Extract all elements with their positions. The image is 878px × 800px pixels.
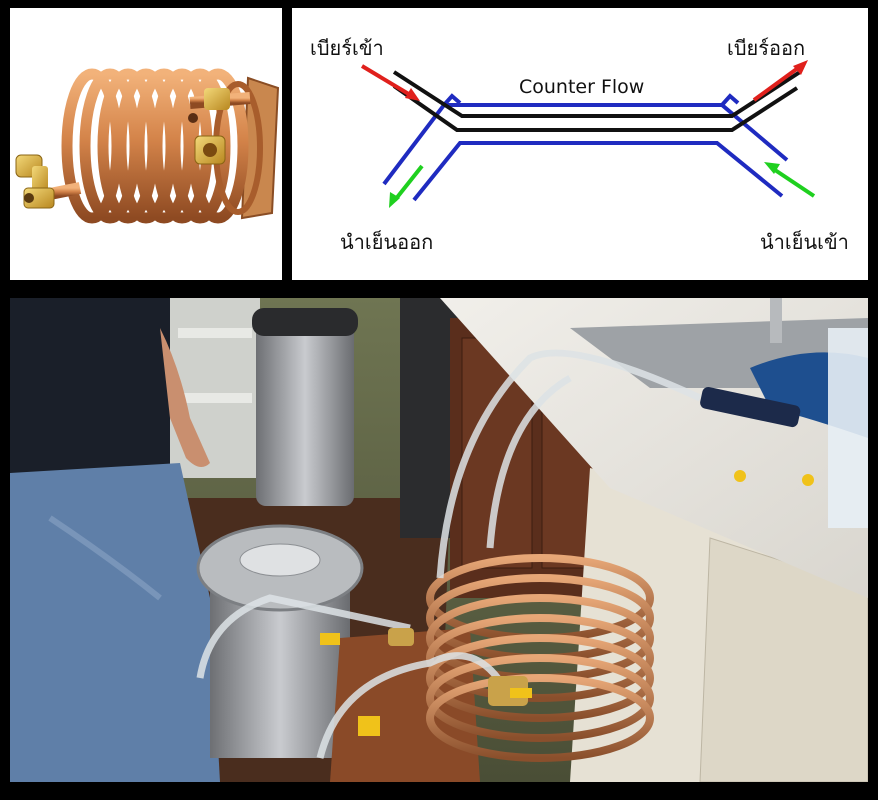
water-pipe bbox=[382, 93, 789, 202]
beer-in-label: เบียร์เข้า bbox=[310, 36, 384, 60]
kitchen-chiller-photo bbox=[10, 298, 868, 782]
water-out-label: นำเย็นออก bbox=[340, 230, 434, 254]
beer-out-label: เบียร์ออก bbox=[727, 36, 806, 60]
kitchen-scene bbox=[10, 298, 868, 782]
counter-flow-diagram: เบียร์เข้า เบียร์ออก Counter Flow นำเย็น… bbox=[292, 8, 868, 280]
diagram-title: Counter Flow bbox=[519, 76, 645, 98]
beer-pipe bbox=[392, 70, 802, 132]
copper-chiller-photo bbox=[10, 8, 282, 280]
flow-schematic bbox=[360, 60, 816, 208]
water-in-label: นำเย็นเข้า bbox=[760, 230, 849, 254]
water-in-arrow bbox=[764, 162, 816, 198]
beer-out-arrow bbox=[752, 60, 808, 102]
copper-coil-illustration bbox=[15, 68, 280, 224]
beer-in-arrow bbox=[360, 64, 420, 101]
water-out-arrow bbox=[389, 164, 424, 208]
